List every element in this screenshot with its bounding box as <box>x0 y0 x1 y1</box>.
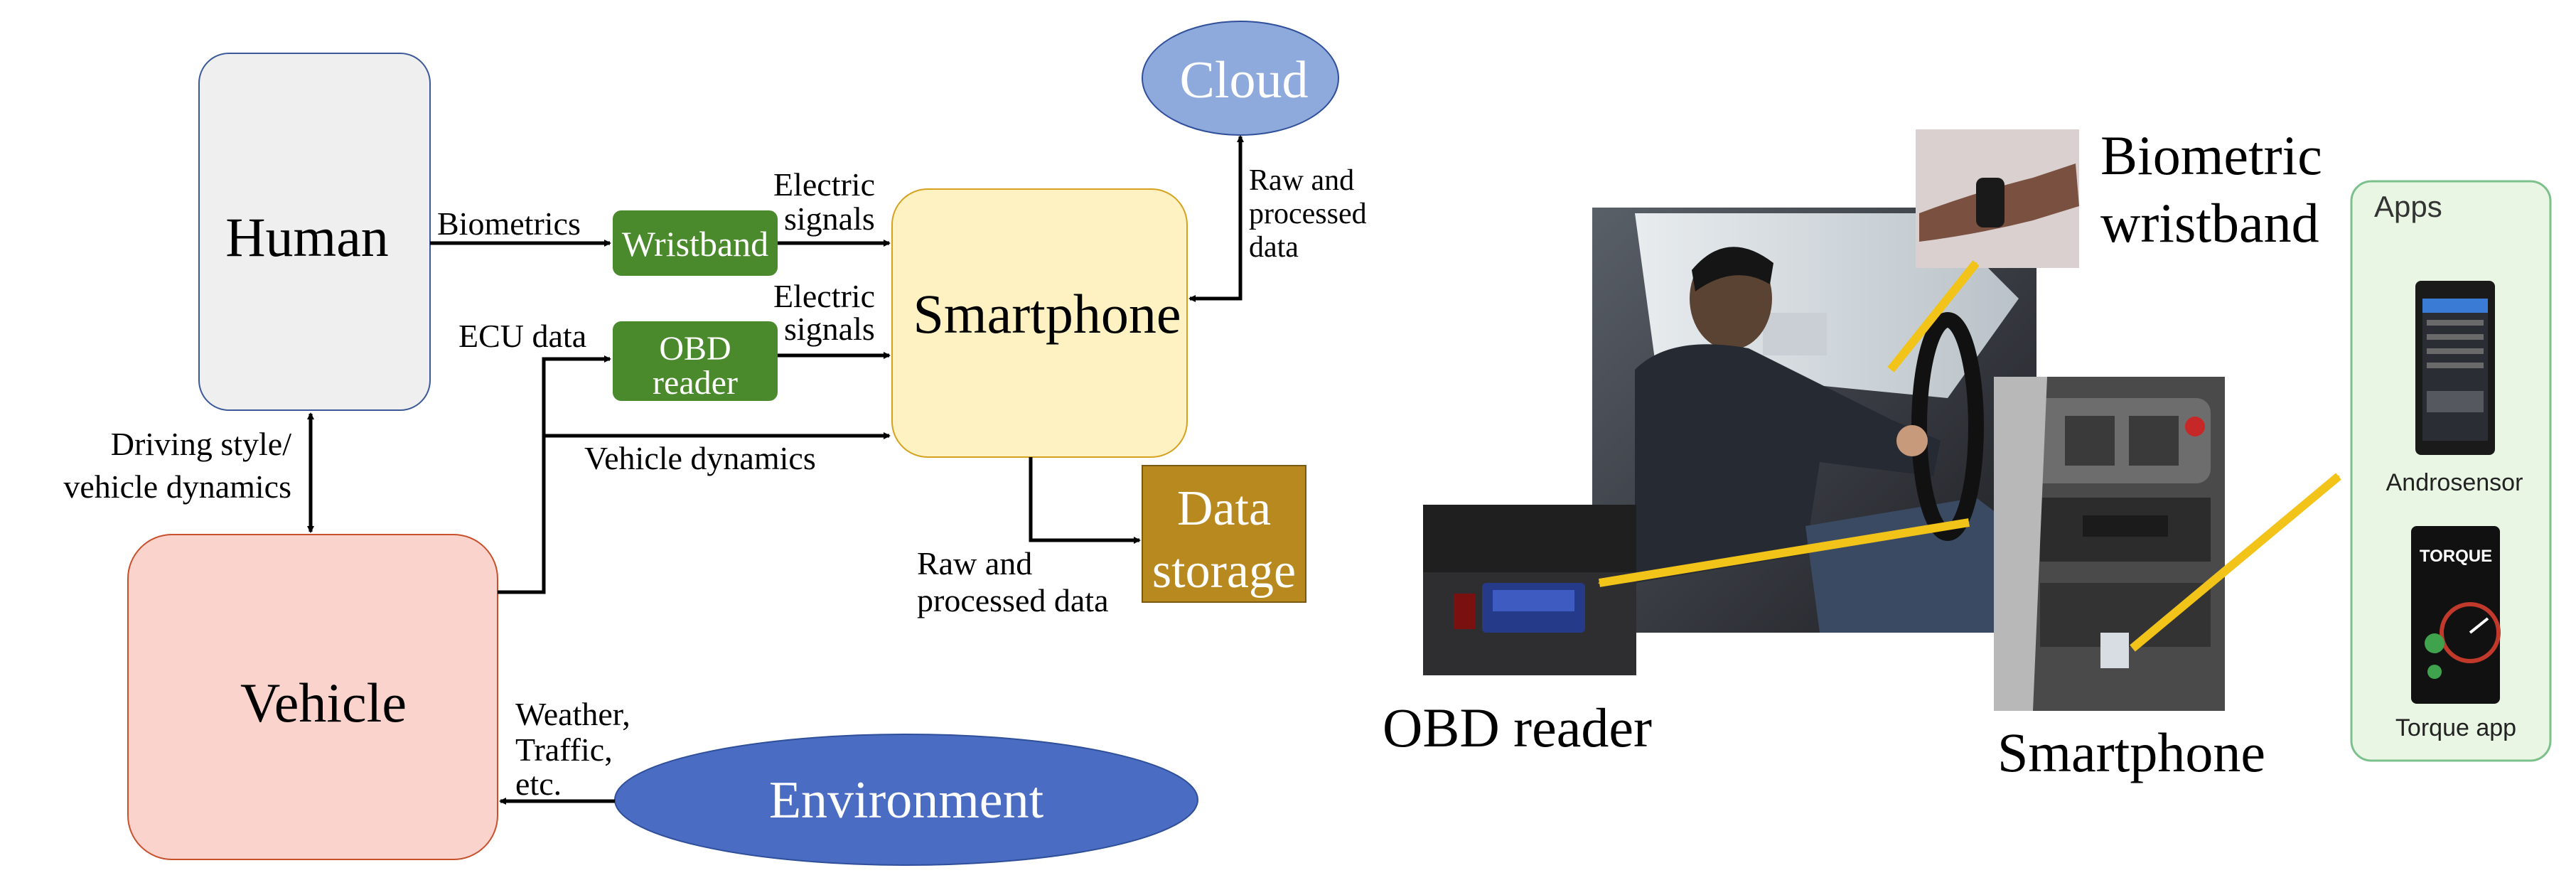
label-electric-signals-1b: signals <box>784 200 875 237</box>
data-storage-line-1: Data <box>1177 481 1271 536</box>
driver-jacket <box>1635 344 1941 583</box>
label-electric-signals-1a: Electric <box>773 166 875 203</box>
wristband-photo <box>1916 129 2079 268</box>
label-raw-cloud-2: processed <box>1249 198 1367 230</box>
label-vehicle-dynamics: Vehicle dynamics <box>584 440 816 476</box>
torque-label: Torque app <box>2395 714 2516 741</box>
environment-node: Environment <box>614 734 1198 866</box>
label-obd-reader: OBD reader <box>1383 697 1652 758</box>
label-biometric-2: wristband <box>2100 192 2319 254</box>
photo-composite: Biometric wristband OBD reader Smartphon… <box>1383 124 2552 783</box>
label-driving-style-2: vehicle dynamics <box>63 468 291 505</box>
apps-title: Apps <box>2374 190 2442 223</box>
label-weather-2: Traffic, <box>515 731 613 768</box>
label-raw-storage-2: processed data <box>917 582 1109 618</box>
smartphone-node: Smartphone <box>891 188 1188 458</box>
data-storage-line-2: storage <box>1152 544 1296 599</box>
torque-logo-text: TORQUE <box>2420 547 2492 566</box>
data-storage-node: Data storage <box>1142 465 1306 603</box>
wristband-label: Wristband <box>622 224 768 264</box>
human-label: Human <box>225 206 389 268</box>
label-electric-signals-2a: Electric <box>773 278 875 314</box>
vehicle-node: Vehicle <box>127 534 498 860</box>
environment-label: Environment <box>769 771 1044 830</box>
label-raw-cloud-3: data <box>1249 231 1299 264</box>
label-electric-signals-2b: signals <box>784 311 875 347</box>
wristband-node: Wristband <box>613 210 778 276</box>
label-driving-style-1: Driving style/ <box>111 426 291 462</box>
label-raw-cloud-1: Raw and <box>1249 164 1354 197</box>
obd-reader-line-2: reader <box>653 364 738 402</box>
arrow-smartphone-storage <box>1029 457 1141 544</box>
obd-reader-line-1: OBD <box>659 330 731 368</box>
pointer-arrows <box>1598 260 2341 652</box>
human-node: Human <box>198 53 431 411</box>
block-diagram: Human Vehicle Smartphone Cloud Environme… <box>63 21 1367 866</box>
edge-labels: Biometrics ECU data Electric signals Ele… <box>63 164 1366 802</box>
label-biometric-1: Biometric <box>2100 124 2322 186</box>
arrow-smartphone-cloud <box>1188 135 1244 302</box>
label-raw-storage-1: Raw and <box>917 545 1032 581</box>
arrow-to-obd <box>1598 518 1970 587</box>
label-weather-1: Weather, <box>515 696 630 732</box>
connectors <box>307 135 1244 805</box>
obd-reader-node: OBD reader <box>613 321 778 402</box>
arrow-to-wristband <box>1887 260 1980 372</box>
cloud-label: Cloud <box>1180 51 1309 109</box>
obd-photo <box>1423 505 1636 675</box>
arrow-to-apps <box>2130 473 2341 652</box>
androsensor-label: Androsensor <box>2386 469 2523 496</box>
smartphone-label: Smartphone <box>913 283 1181 345</box>
label-biometrics: Biometrics <box>437 205 581 242</box>
label-weather-3: etc. <box>515 766 562 802</box>
cloud-node: Cloud <box>1142 21 1339 136</box>
label-smartphone-photo: Smartphone <box>1997 722 2265 783</box>
androsensor-app[interactable]: Androsensor <box>2386 281 2523 496</box>
dashboard-photo <box>1994 377 2225 711</box>
label-ecu-data: ECU data <box>458 318 586 354</box>
vehicle-label: Vehicle <box>240 672 407 734</box>
apps-panel: Apps Androsensor TORQUE <box>2350 180 2552 762</box>
arrow-vehicle-obd <box>498 355 611 594</box>
torque-app[interactable]: TORQUE Torque app <box>2395 526 2516 741</box>
